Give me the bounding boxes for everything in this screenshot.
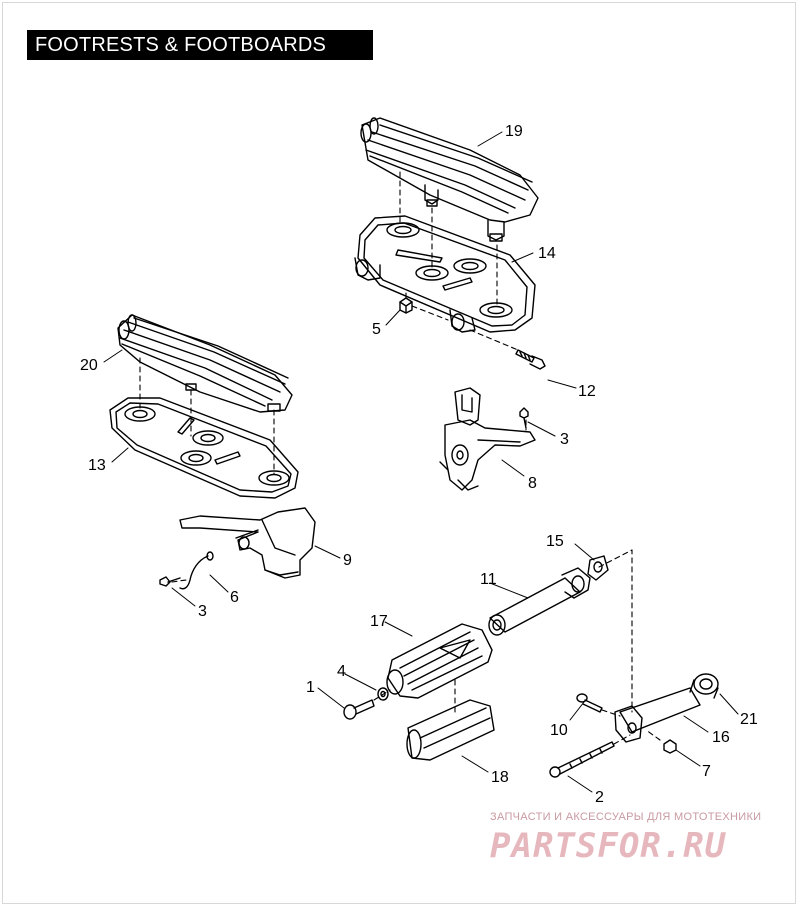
part-19-footboard-insert — [360, 117, 539, 242]
callout-10: 10 — [550, 722, 568, 739]
part-6-spring-clip — [179, 551, 214, 590]
part-8-mount-bracket — [439, 387, 536, 491]
part-16-clevis — [614, 687, 701, 743]
callout-19: 19 — [505, 123, 523, 140]
part-20-footboard-insert — [117, 314, 293, 413]
callout-9: 9 — [343, 552, 352, 569]
part-21-end-cap — [689, 673, 719, 699]
callout-4: 4 — [337, 663, 346, 680]
callout-8: 8 — [528, 475, 537, 492]
part-11-footrest-shaft — [488, 567, 591, 636]
part-14-footboard-pan — [354, 215, 536, 333]
part-5-nut — [399, 297, 413, 314]
part-2-long-bolt — [549, 741, 615, 778]
part-18-footpeg-cover — [406, 699, 495, 761]
diagram-title: FOOTRESTS & FOOTBOARDS — [27, 30, 373, 60]
callout-11: 11 — [480, 571, 497, 588]
callout-labels: 19 14 5 12 20 13 3 8 9 6 3 15 11 17 4 1 … — [80, 123, 758, 806]
part-17-footpeg — [386, 623, 493, 699]
part-10-pin — [576, 693, 603, 713]
part-13-footboard-pan — [109, 397, 299, 499]
callout-2: 2 — [595, 789, 604, 806]
callout-6: 6 — [230, 589, 239, 606]
part-15-washer — [587, 555, 609, 581]
part-12-bolt — [515, 349, 546, 370]
callout-7: 7 — [702, 763, 711, 780]
callout-16: 16 — [712, 729, 730, 746]
callout-5: 5 — [372, 321, 381, 338]
callout-20: 20 — [80, 357, 98, 374]
callout-14: 14 — [538, 245, 556, 262]
callout-13: 13 — [88, 457, 106, 474]
watermark-logo: PARTSFOR.RU — [490, 826, 727, 866]
part-3-screw-lower — [159, 576, 181, 587]
callout-12: 12 — [578, 383, 596, 400]
callout-21: 21 — [740, 711, 758, 728]
part-3-screw-upper — [519, 407, 529, 429]
callout-15: 15 — [546, 533, 564, 550]
part-1-bolt — [343, 699, 375, 720]
callout-18: 18 — [491, 769, 509, 786]
callout-3-upper: 3 — [560, 431, 569, 448]
callout-3-lower: 3 — [198, 603, 207, 620]
leader-lines — [103, 131, 739, 793]
watermark-subtitle: ЗАПЧАСТИ И АКСЕССУАРЫ ДЛЯ МОТОТЕХНИКИ — [490, 811, 762, 823]
callout-1: 1 — [306, 679, 315, 696]
part-4-washer — [377, 687, 389, 701]
alignment-lines — [139, 171, 661, 745]
callout-17: 17 — [370, 613, 388, 630]
part-7-nut — [663, 739, 677, 754]
part-9-mount-bracket — [179, 507, 316, 579]
